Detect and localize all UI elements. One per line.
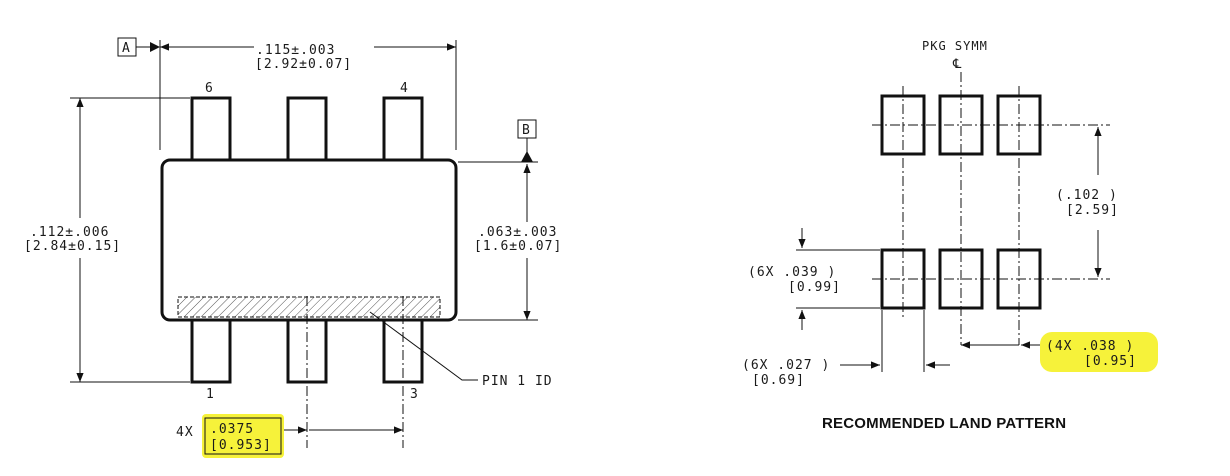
pin-label-1: 1 <box>206 387 215 402</box>
pin-1 <box>190 316 232 384</box>
pin-6 <box>190 96 232 164</box>
pad-pitch-mm: [0.95] <box>1084 354 1137 369</box>
row-spacing-mm: [2.59] <box>1066 203 1119 218</box>
pad-pitch-inch: (4X .038 ) <box>1046 339 1134 354</box>
pkg-symm-label: PKG SYMM <box>922 39 988 53</box>
body-dim-inch: .063±.003 <box>478 225 557 240</box>
pitch-dim-box <box>204 417 282 455</box>
pin-label-3: 3 <box>410 387 419 402</box>
pin1-id-marker <box>177 296 441 318</box>
land-pattern-caption: RECOMMENDED LAND PATTERN <box>822 415 1066 432</box>
height-dim-mm: [2.84±0.15] <box>24 239 121 254</box>
pin-label-6: 6 <box>205 81 214 96</box>
datum-b-arrow <box>521 151 533 162</box>
package-body <box>160 158 458 322</box>
pad-width-mm: [0.69] <box>752 373 805 388</box>
pin-5 <box>286 96 328 164</box>
pad-width-inch: (6X .027 ) <box>742 358 830 373</box>
package-top-view: A .115±.003 [2.92±0.07] 6 4 1 3 .112±.00… <box>24 37 562 458</box>
body-dim-mm: [1.6±0.07] <box>474 239 562 254</box>
datum-a-arrow <box>150 42 160 52</box>
pad-length-mm: [0.99] <box>788 280 841 295</box>
land-pattern-view: PKG SYMM ℄ (.102 ) [2.59] (6X .039 ) [0.… <box>742 39 1158 432</box>
height-dim-inch: .112±.006 <box>30 225 109 240</box>
centerline-symbol: ℄ <box>952 57 962 72</box>
pin-label-4: 4 <box>400 81 409 96</box>
pin-4 <box>382 96 424 164</box>
pad-length-inch: (6X .039 ) <box>748 265 836 280</box>
datum-a-label: A <box>122 41 131 56</box>
pitch-dim-count: 4X <box>176 425 194 440</box>
pitch-dim-inch: .0375 <box>210 422 254 437</box>
row-spacing-inch: (.102 ) <box>1056 188 1118 203</box>
pin1-id-leader <box>369 311 478 381</box>
datum-b-label: B <box>522 123 531 138</box>
width-dim-inch: .115±.003 <box>256 43 335 58</box>
pitch-highlight <box>202 414 284 458</box>
pad-pitch-highlight <box>1040 332 1158 372</box>
width-dim-mm: [2.92±0.07] <box>255 57 352 72</box>
pitch-dim-mm: [0.953] <box>210 438 272 453</box>
pin1-id-label: PIN 1 ID <box>482 374 553 389</box>
